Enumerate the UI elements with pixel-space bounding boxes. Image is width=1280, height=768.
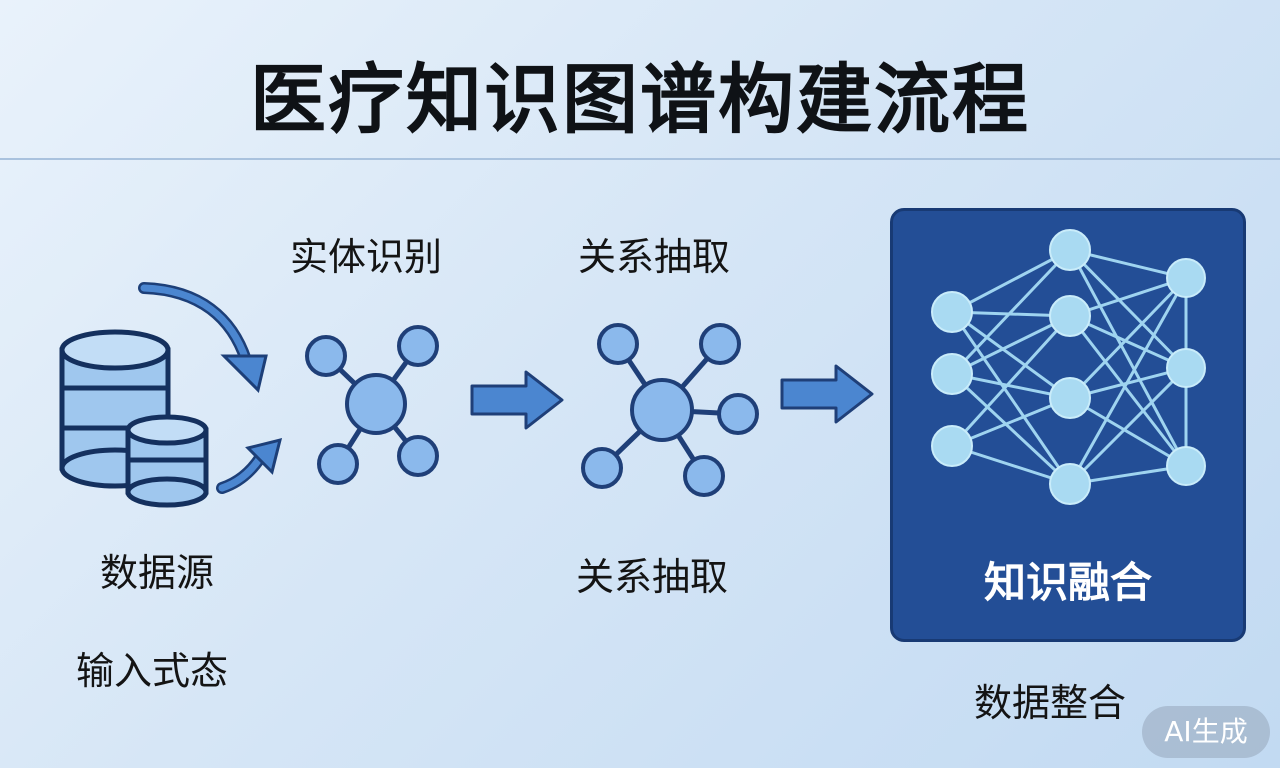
network-node <box>1166 258 1206 298</box>
network-node <box>931 425 973 467</box>
network-node <box>1166 348 1206 388</box>
data-source-label: 数据源 <box>100 551 215 595</box>
network-node <box>1049 463 1091 505</box>
network-node <box>931 291 973 333</box>
entity-node <box>317 443 359 485</box>
relation-extraction-label-bottom: 关系抽取 <box>576 555 729 599</box>
arrow-right-icon <box>780 364 874 424</box>
curved-arrow-bottom-icon <box>216 437 283 494</box>
relation-node <box>683 455 725 497</box>
relation-node <box>717 393 759 435</box>
title-divider <box>0 158 1280 160</box>
network-node <box>931 353 973 395</box>
entity-node <box>397 325 439 367</box>
data-integration-label: 数据整合 <box>974 681 1127 725</box>
knowledge-fusion-panel: 知识融合 <box>890 208 1246 642</box>
relation-node <box>597 323 639 365</box>
entity-node <box>305 335 347 377</box>
neural-network-icon <box>931 229 1206 505</box>
input-modality-label: 输入式态 <box>76 649 229 693</box>
network-node <box>1049 295 1091 337</box>
network-node <box>1166 446 1206 486</box>
relation-extraction-label-top: 关系抽取 <box>578 235 731 279</box>
relation-node <box>581 447 623 489</box>
ai-generated-badge: AI生成 <box>1142 706 1270 758</box>
relation-center-node <box>630 378 694 442</box>
page-title: 医疗知识图谱构建流程 <box>250 55 1030 144</box>
entity-recognition-label: 实体识别 <box>290 235 443 279</box>
curved-arrow-top-icon <box>138 282 268 393</box>
knowledge-fusion-label: 知识融合 <box>983 558 1152 607</box>
network-node <box>1049 229 1091 271</box>
database-small-icon <box>125 414 209 508</box>
entity-node <box>397 435 439 477</box>
relation-node <box>699 323 741 365</box>
network-node <box>1049 377 1091 419</box>
arrow-right-icon <box>470 370 564 430</box>
entity-center-node <box>345 373 407 435</box>
